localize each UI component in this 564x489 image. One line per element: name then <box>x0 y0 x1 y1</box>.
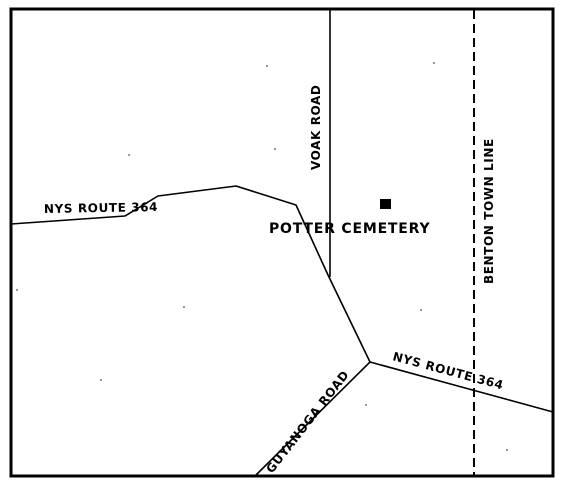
map-border <box>9 7 555 478</box>
route-364-west-label: NYS ROUTE 364 <box>44 200 158 216</box>
square-marker-icon <box>380 199 391 209</box>
benton-town-line-label: BENTON TOWN LINE <box>482 138 496 284</box>
scan-specks <box>16 62 508 451</box>
route-364-west-road <box>10 185 371 363</box>
route-364-east-road <box>369 361 554 413</box>
guyanoga-road <box>254 361 371 477</box>
potter-cemetery-label: POTTER CEMETERY <box>269 221 430 237</box>
voak-road-label: VOAK ROAD <box>309 85 323 171</box>
